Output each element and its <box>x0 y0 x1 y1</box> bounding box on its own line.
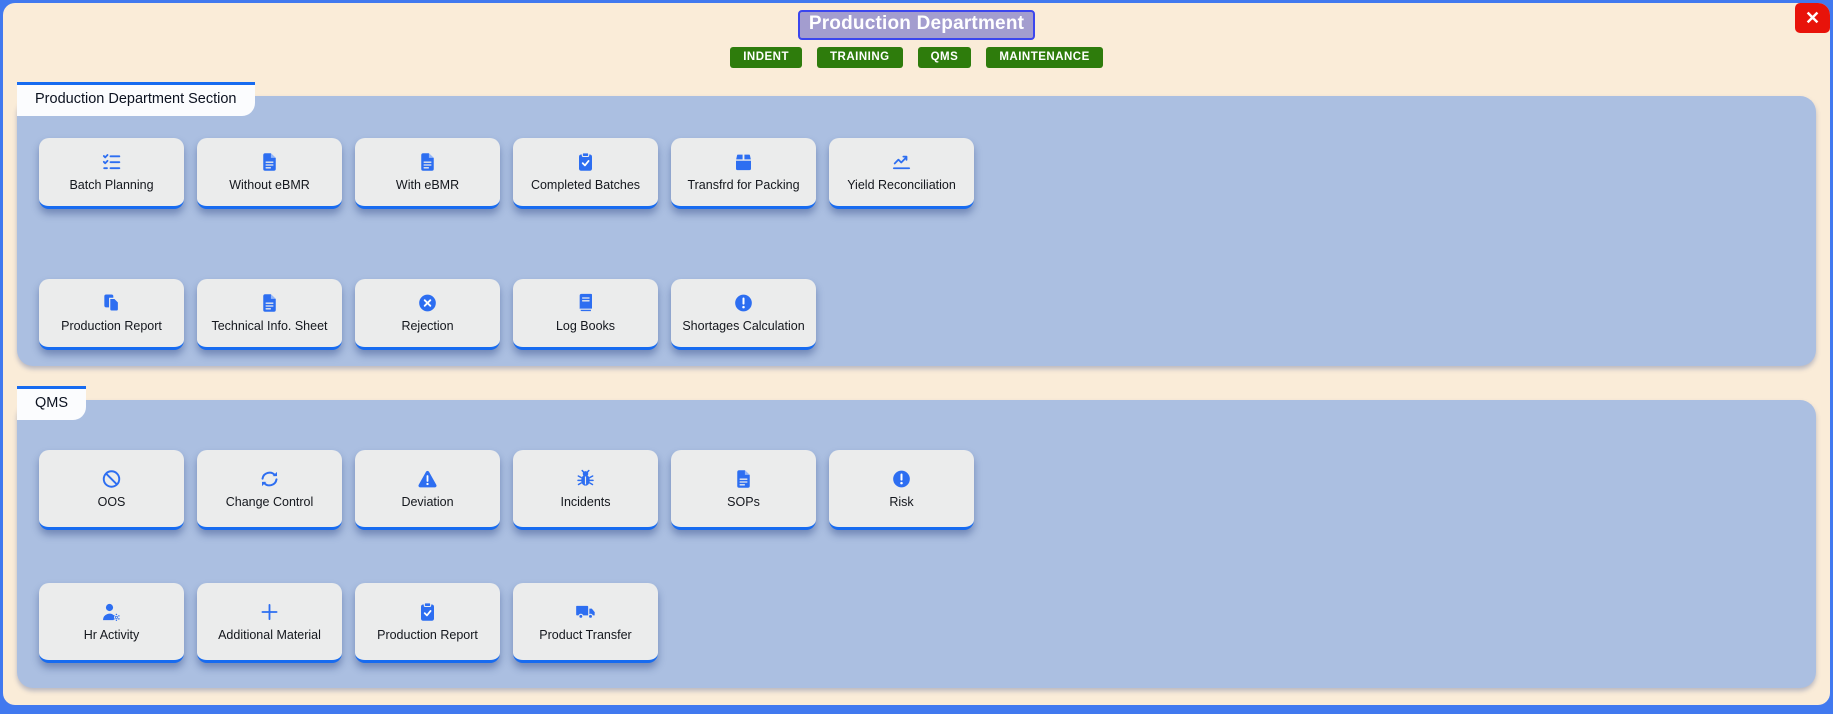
tile-technical-info-sheet[interactable]: Technical Info. Sheet <box>197 279 342 350</box>
triangle-exclamation-icon <box>417 469 438 489</box>
tile-row: Batch Planning Without eBMR With eBMR Compl… <box>39 138 1795 209</box>
tile-log-books[interactable]: Log Books <box>513 279 658 350</box>
tile-row: OOS Change Control Deviation Incidents SOPs R… <box>39 450 1795 530</box>
circle-xmark-icon <box>417 293 438 313</box>
tile-hr-activity[interactable]: Hr Activity <box>39 583 184 663</box>
tile-label: Production Report <box>61 319 162 333</box>
tile-label: SOPs <box>727 494 760 509</box>
tile-without-ebmr[interactable]: Without eBMR <box>197 138 342 209</box>
tile-label: Deviation <box>401 494 454 509</box>
nav-button-qms[interactable]: QMS <box>917 47 972 68</box>
tile-additional-material[interactable]: Additional Material <box>197 583 342 663</box>
tile-completed-batches[interactable]: Completed Batches <box>513 138 658 209</box>
tile-label: Log Books <box>555 319 616 333</box>
tile-incidents[interactable]: Incidents <box>513 450 658 530</box>
close-button[interactable]: ✕ <box>1795 3 1830 33</box>
tile-oos[interactable]: OOS <box>39 450 184 530</box>
tile-risk[interactable]: Risk <box>829 450 974 530</box>
tile-with-ebmr[interactable]: With eBMR <box>355 138 500 209</box>
tile-label: Additional Material <box>218 627 321 642</box>
nav-button-maintenance[interactable]: MAINTENANCE <box>986 47 1103 68</box>
nav-buttons: INDENT TRAINING QMS MAINTENANCE <box>3 47 1830 68</box>
tile-production-report[interactable]: Production Report <box>39 279 184 350</box>
tile-label: OOS <box>97 494 126 509</box>
tile-label: Batch Planning <box>69 178 154 192</box>
tile-label: Transfrd for Packing <box>687 178 800 192</box>
truck-icon <box>575 602 596 622</box>
section-panel-production-department: Batch Planning Without eBMR With eBMR Compl… <box>17 96 1816 366</box>
tile-label: Rejection <box>401 319 454 333</box>
book-icon <box>575 293 596 313</box>
file-lines-icon <box>259 293 280 313</box>
clipboard-check-icon <box>575 152 596 172</box>
box-icon <box>733 152 754 172</box>
tile-production-report[interactable]: Production Report <box>355 583 500 663</box>
nav-button-indent[interactable]: INDENT <box>730 47 803 68</box>
tile-sops[interactable]: SOPs <box>671 450 816 530</box>
section-panel-qms: OOS Change Control Deviation Incidents SOPs R… <box>17 400 1816 688</box>
tile-deviation[interactable]: Deviation <box>355 450 500 530</box>
arrows-rotate-icon <box>259 469 280 489</box>
section-production-department: Production Department Section Batch Plan… <box>17 82 1816 366</box>
tile-label: Hr Activity <box>83 627 140 642</box>
tile-label: Change Control <box>225 494 314 509</box>
tile-change-control[interactable]: Change Control <box>197 450 342 530</box>
tile-yield-reconciliation[interactable]: Yield Reconciliation <box>829 138 974 209</box>
section-tab-production-department[interactable]: Production Department Section <box>17 82 255 116</box>
title-bar: Production Department <box>3 3 1830 40</box>
section-qms: QMS OOS Change Control Deviation Incidents S… <box>17 386 1816 688</box>
file-lines-icon <box>733 469 754 489</box>
close-icon: ✕ <box>1804 7 1821 28</box>
tile-label: Without eBMR <box>229 178 310 192</box>
circle-exclamation-icon <box>891 469 912 489</box>
bug-icon <box>575 469 596 489</box>
tile-label: With eBMR <box>395 178 460 192</box>
page-title: Production Department <box>797 10 1036 40</box>
tile-row: Production Report Technical Info. Sheet Re… <box>39 279 1795 350</box>
list-check-icon <box>101 152 122 172</box>
tile-row: Hr Activity Additional Material Production… <box>39 583 1795 663</box>
tile-label: Incidents <box>560 494 611 509</box>
user-gear-icon <box>101 602 122 622</box>
clipboard-check-icon <box>417 601 438 622</box>
app-window: ✕ Production Department INDENT TRAINING … <box>3 3 1830 705</box>
chart-line-icon <box>891 152 912 172</box>
tile-label: Shortages Calculation <box>682 319 805 333</box>
tile-label: Technical Info. Sheet <box>211 319 328 333</box>
circle-exclamation-icon <box>733 293 754 313</box>
tile-label: Production Report <box>377 627 478 642</box>
copy-icon <box>101 293 122 313</box>
section-tab-qms[interactable]: QMS <box>17 386 87 420</box>
ban-icon <box>101 469 122 489</box>
file-lines-icon <box>259 152 280 172</box>
plus-icon <box>259 602 280 622</box>
nav-button-training[interactable]: TRAINING <box>817 47 903 68</box>
tile-rejection[interactable]: Rejection <box>355 279 500 350</box>
tile-shortages-calculation[interactable]: Shortages Calculation <box>671 279 816 350</box>
tile-transfrd-for-packing[interactable]: Transfrd for Packing <box>671 138 816 209</box>
tile-product-transfer[interactable]: Product Transfer <box>513 583 658 663</box>
tile-label: Product Transfer <box>539 627 632 642</box>
tile-label: Yield Reconciliation <box>847 178 956 192</box>
file-lines-icon <box>417 152 438 172</box>
tile-label: Completed Batches <box>530 178 641 192</box>
tile-label: Risk <box>889 494 914 509</box>
tile-batch-planning[interactable]: Batch Planning <box>39 138 184 209</box>
